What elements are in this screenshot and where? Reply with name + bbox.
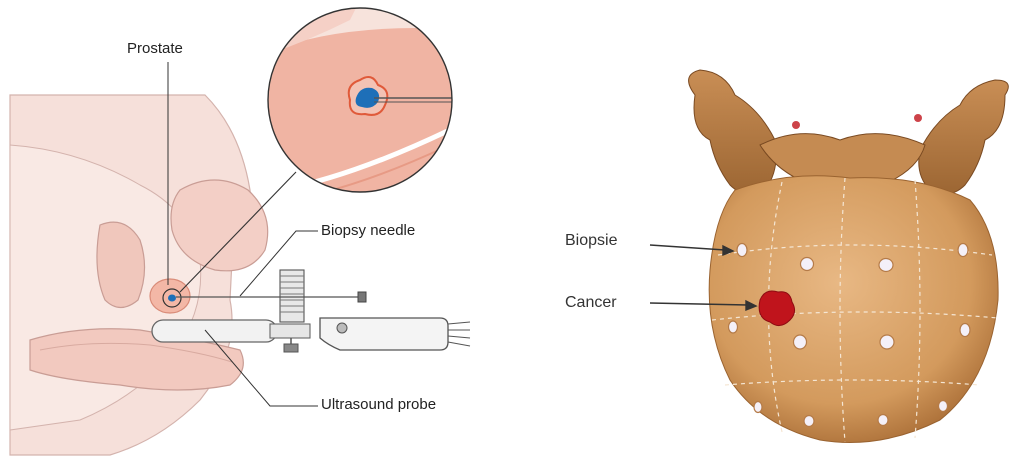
guide-knob [284, 344, 298, 352]
prostate-3d-illustration [520, 0, 1018, 459]
cancer-label: Cancer [565, 294, 617, 312]
seminal-vesicle-left [689, 70, 777, 194]
biopsy-needle-label: Biopsy needle [321, 222, 415, 239]
needle-guide-block [280, 270, 304, 322]
seminal-vesicle-right [919, 80, 1009, 194]
handle-button [337, 323, 347, 333]
prostate-label: Prostate [127, 40, 183, 57]
biopsy-label: Biopsie [565, 232, 617, 250]
cross-section-illustration [0, 0, 500, 459]
prostate-biopsy-map: Biopsie Cancer [520, 0, 1018, 459]
prostate-biopsy-cross-section: Prostate Biopsy needle Ultrasound probe [0, 0, 500, 459]
probe-handle [320, 318, 448, 350]
handle-cable [448, 322, 470, 346]
needle-hub [358, 292, 366, 302]
prostate-body [709, 176, 998, 443]
probe-connector [270, 324, 310, 338]
ultrasound-probe-shaft [152, 320, 277, 342]
tumor-spot [168, 295, 176, 302]
magnified-inset-content [250, 0, 470, 200]
ultrasound-probe-label: Ultrasound probe [321, 396, 436, 413]
